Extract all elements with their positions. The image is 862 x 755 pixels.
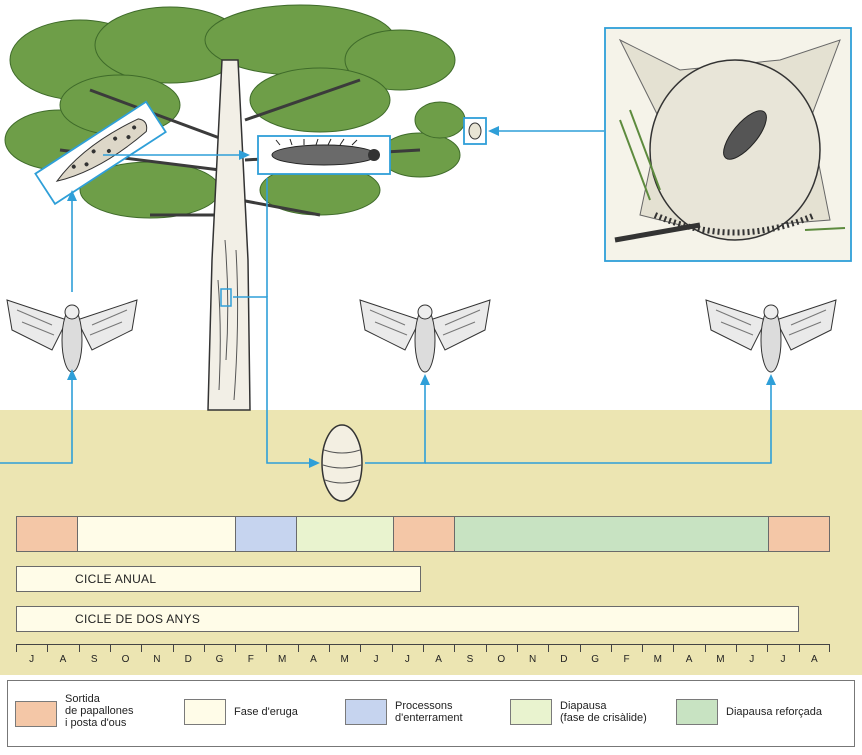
moth-3 <box>705 299 837 373</box>
month-tick <box>235 644 236 652</box>
month-label: F <box>623 654 630 665</box>
phase-segment-processons <box>235 517 297 551</box>
month-tick <box>423 644 424 652</box>
legend-label: Processons d'enterrament <box>395 700 463 724</box>
phase-segment-reforcada <box>455 517 769 551</box>
month-tick <box>705 644 706 652</box>
phase-segment-sortida <box>393 517 456 551</box>
legend-item-processons: Processons d'enterrament <box>345 699 463 725</box>
month-label: J <box>404 654 410 665</box>
pine-tree-canopy <box>4 4 466 219</box>
legend-item-diapausa-reforcada: Diapausa reforçada <box>676 699 822 725</box>
legend-swatch <box>184 699 226 725</box>
moth-1 <box>6 299 138 373</box>
legend-label: Fase d'eruga <box>234 706 298 718</box>
month-label: G <box>591 654 600 665</box>
legend-label: Sortida de papallones i posta d'ous <box>65 693 134 729</box>
caterpillar-inset <box>257 135 391 175</box>
month-tick <box>767 644 768 652</box>
month-label: A <box>435 654 442 665</box>
month-label: O <box>497 654 506 665</box>
month-tick <box>47 644 48 652</box>
legend-swatch <box>676 699 718 725</box>
phase-timeline-bar <box>16 516 830 552</box>
month-label: M <box>653 654 662 665</box>
legend-item-sortida: Sortida de papallones i posta d'ous <box>15 693 134 729</box>
month-label: F <box>247 654 254 665</box>
month-label: M <box>716 654 725 665</box>
month-tick <box>173 644 174 652</box>
legend: Sortida de papallones i posta d'ous Fase… <box>7 680 855 747</box>
legend-label: Diapausa reforçada <box>726 706 823 718</box>
two-year-cycle-bar: CICLE DE DOS ANYS <box>16 606 799 632</box>
legend-swatch <box>510 699 552 725</box>
month-tick <box>642 644 643 652</box>
phase-segment-eruga <box>78 517 236 551</box>
month-tick <box>266 644 267 652</box>
month-tick <box>486 644 487 652</box>
month-tick <box>79 644 80 652</box>
month-label: J <box>780 654 786 665</box>
month-label: A <box>310 654 317 665</box>
legend-item-eruga: Fase d'eruga <box>184 699 298 725</box>
month-label: S <box>466 654 474 665</box>
phase-segment-sortida <box>768 517 830 551</box>
month-tick <box>548 644 549 652</box>
month-label: J <box>373 654 379 665</box>
phase-segment-crisalide <box>296 517 394 551</box>
month-label: A <box>59 654 67 665</box>
month-label: N <box>153 654 161 665</box>
annual-cycle-bar: CICLE ANUAL <box>16 566 421 592</box>
month-label: A <box>685 654 693 665</box>
month-label: N <box>528 654 537 665</box>
month-label: J <box>29 654 35 665</box>
month-label: O <box>121 654 130 665</box>
month-tick <box>392 644 393 652</box>
two-year-cycle-label: CICLE DE DOS ANYS <box>75 612 201 626</box>
month-tick <box>829 644 830 652</box>
month-label: D <box>560 654 568 665</box>
month-tick <box>736 644 737 652</box>
month-tick <box>799 644 800 652</box>
month-label: A <box>811 654 818 665</box>
month-tick <box>611 644 612 652</box>
month-label: M <box>340 654 349 665</box>
month-label: G <box>215 654 224 665</box>
month-tick <box>454 644 455 652</box>
month-tick <box>517 644 518 652</box>
month-tick <box>329 644 330 652</box>
legend-item-diapausa: Diapausa (fase de crisàlide) <box>510 699 647 725</box>
egg-mass-inset <box>34 100 167 206</box>
month-tick <box>673 644 674 652</box>
nest-inset <box>604 27 852 262</box>
trunk-marker <box>220 288 232 307</box>
legend-swatch <box>15 701 57 727</box>
phase-segment-sortida <box>17 517 79 551</box>
month-label: J <box>749 654 755 665</box>
arrowheads <box>67 126 776 468</box>
month-label: M <box>277 654 287 665</box>
cycle-arrows <box>0 130 772 464</box>
moth-2 <box>359 299 491 373</box>
pupa <box>321 424 363 502</box>
month-label: D <box>184 654 192 665</box>
pine-trunk <box>207 59 251 411</box>
month-label: S <box>90 654 98 665</box>
legend-label: Diapausa (fase de crisàlide) <box>560 700 647 724</box>
month-tick <box>204 644 205 652</box>
month-tick <box>298 644 299 652</box>
month-tick <box>141 644 142 652</box>
month-tick <box>580 644 581 652</box>
month-tick <box>110 644 111 652</box>
month-tick <box>16 644 17 652</box>
annual-cycle-label: CICLE ANUAL <box>75 572 157 586</box>
month-tick <box>360 644 361 652</box>
legend-swatch <box>345 699 387 725</box>
